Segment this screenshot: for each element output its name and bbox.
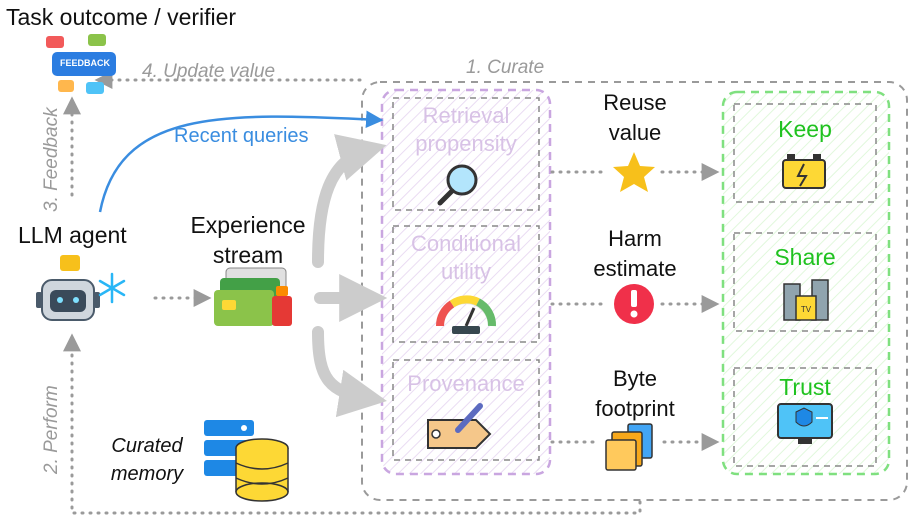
signal-reuse-label: Reuse value — [575, 88, 695, 148]
action-column — [721, 90, 891, 476]
feature-box-retrieval — [392, 97, 540, 211]
feature-column — [380, 88, 552, 476]
signal-byte-label: Byte footprint — [575, 364, 695, 424]
stream-fan-arrows — [312, 134, 388, 418]
signal-line: Reuse — [603, 90, 667, 115]
feature-provenance-label: Provenance — [396, 370, 536, 398]
step-update-value: 4. Update value — [142, 61, 276, 82]
tag-pen-icon — [427, 403, 492, 449]
magnifier-icon — [437, 164, 478, 206]
feedback-badge-icon — [46, 34, 116, 94]
feature-utility-label: Conditional utility — [396, 230, 536, 286]
step-perform: 2. Perform — [41, 385, 62, 474]
feature-box-utility — [392, 225, 540, 343]
diagram-title: Task outcome / verifier — [6, 4, 237, 30]
snowflake-icon — [98, 272, 126, 304]
server-database-icon — [204, 420, 289, 502]
memory-label: Curated memory — [92, 432, 202, 488]
star-icon — [613, 152, 655, 192]
cards-stack-icon — [214, 267, 292, 326]
signal-line: value — [608, 120, 662, 145]
feedback-badge-text: FEEDBACK — [60, 58, 111, 68]
alert-icon — [614, 284, 654, 324]
step-curate: 1. Curate — [466, 57, 545, 78]
shield-monitor-icon — [777, 403, 833, 444]
feature-line: utility — [440, 259, 492, 284]
feature-line: Conditional — [410, 231, 522, 256]
building-sign: TV — [801, 305, 812, 314]
recent-queries-arrow — [98, 110, 384, 213]
recent-queries-label: Recent queries — [174, 125, 309, 147]
memory-label-line: memory — [110, 463, 184, 485]
memory-label-line: Curated — [111, 435, 183, 457]
stream-label-line: Experience — [190, 212, 306, 238]
action-box-keep — [733, 103, 877, 203]
connector-arrows — [63, 71, 720, 515]
feature-line: propensity — [415, 131, 517, 156]
step-feedback: 3. Feedback — [41, 107, 62, 212]
feature-retrieval-label: Retrieval propensity — [396, 102, 536, 158]
stream-label-line: stream — [212, 242, 284, 268]
signal-line: Byte — [612, 366, 658, 391]
building-icon: TV — [783, 279, 829, 321]
action-box-trust — [733, 367, 877, 467]
feature-box-provenance — [392, 359, 540, 461]
signal-line: estimate — [593, 256, 677, 281]
agent-label: LLM agent — [18, 222, 127, 248]
action-trust-label: Trust — [779, 374, 831, 400]
gauge-icon — [435, 295, 496, 334]
signal-harm-label: Harm estimate — [575, 224, 695, 284]
feature-line: Provenance — [407, 371, 525, 396]
curate-region — [361, 81, 908, 501]
stream-label: Experience stream — [180, 210, 316, 270]
signal-line: footprint — [595, 396, 675, 421]
robot-icon — [36, 255, 100, 321]
action-keep-label: Keep — [778, 116, 832, 142]
signal-line: Harm — [608, 226, 662, 251]
feature-line: Retrieval — [422, 103, 510, 128]
battery-icon — [782, 154, 826, 189]
action-share-label: Share — [774, 244, 836, 270]
folders-icon — [605, 423, 653, 471]
action-box-share — [733, 232, 877, 332]
